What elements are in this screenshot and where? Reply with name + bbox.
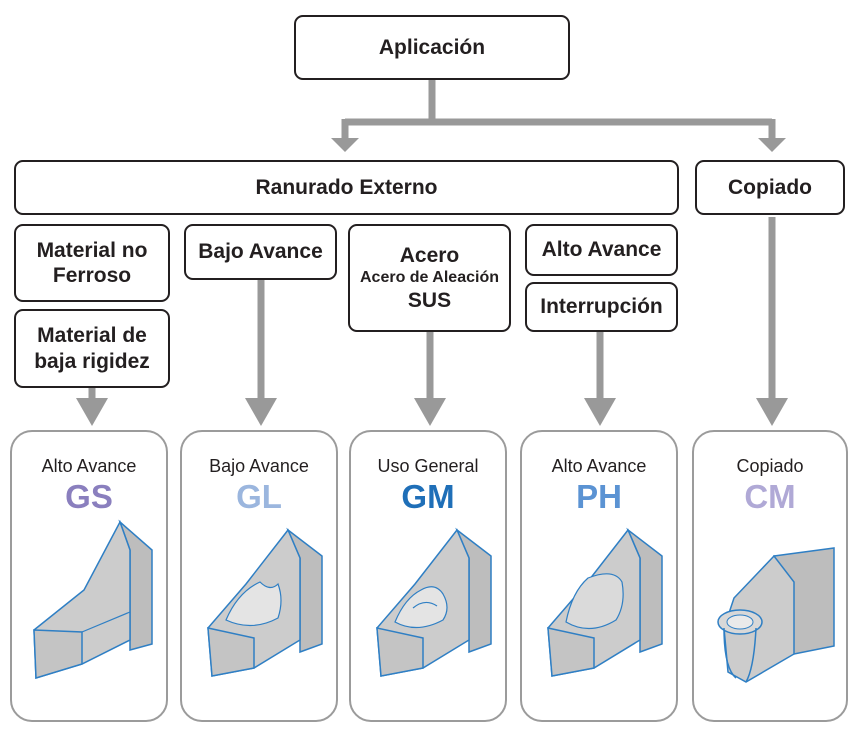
- product-card-cm: Copiado CM: [692, 430, 848, 722]
- external-grooving-label: Ranurado Externo: [255, 175, 438, 199]
- condition-steel-line1: Acero: [399, 244, 460, 268]
- condition-nonferrous-line1: Material no: [36, 238, 148, 262]
- external-grooving-box: Ranurado Externo: [14, 160, 679, 215]
- product-code: CM: [744, 478, 796, 515]
- condition-low-rigidity-box: Material de baja rigidez: [14, 309, 170, 388]
- arrowhead-gs: [76, 398, 108, 426]
- arrowhead-copy: [758, 138, 786, 152]
- grooving-insert-gm-icon: [376, 527, 492, 677]
- copying-insert-cm-icon: [717, 547, 835, 683]
- root-box: Aplicación: [294, 15, 570, 80]
- product-subtitle: Alto Avance: [551, 456, 647, 476]
- condition-low-feed-label: Bajo Avance: [198, 240, 323, 264]
- arrowhead-gl: [245, 398, 277, 426]
- product-card-gm: Uso General GM: [349, 430, 507, 722]
- arrowhead-external: [331, 138, 359, 152]
- copy-label: Copiado: [728, 175, 812, 199]
- condition-steel-box: Acero Acero de Aleación SUS: [348, 224, 511, 332]
- product-card-gl: Bajo Avance GL: [180, 430, 338, 722]
- product-code: GM: [401, 478, 455, 515]
- condition-nonferrous-line2: Ferroso: [52, 264, 132, 287]
- grooving-insert-gl-icon: [207, 527, 323, 677]
- condition-low-feed-box: Bajo Avance: [184, 224, 337, 280]
- product-subtitle: Uso General: [377, 456, 479, 476]
- product-subtitle: Alto Avance: [41, 456, 137, 476]
- root-label: Aplicación: [378, 35, 486, 59]
- product-subtitle: Copiado: [736, 456, 804, 476]
- condition-low-rigidity-line2: baja rigidez: [34, 349, 150, 373]
- product-subtitle: Bajo Avance: [209, 456, 309, 476]
- product-code: GS: [65, 478, 113, 515]
- product-code: PH: [576, 478, 622, 515]
- condition-high-feed-box: Alto Avance: [525, 224, 678, 276]
- copy-box: Copiado: [695, 160, 845, 215]
- condition-steel-line3: SUS: [407, 288, 452, 312]
- condition-interruption-label: Interrupción: [540, 295, 663, 319]
- condition-nonferrous-box: Material no Ferroso: [14, 224, 170, 302]
- grooving-insert-ph-icon: [547, 527, 663, 677]
- grooving-insert-gs-icon: [33, 519, 153, 679]
- product-card-ph: Alto Avance PH: [520, 430, 678, 722]
- condition-high-feed-label: Alto Avance: [541, 238, 662, 262]
- arrowhead-cm: [756, 398, 788, 426]
- product-code: GL: [236, 478, 282, 515]
- condition-low-rigidity-line1: Material de: [37, 324, 147, 348]
- condition-interruption-box: Interrupción: [525, 282, 678, 332]
- arrowhead-ph: [584, 398, 616, 426]
- arrowhead-gm: [414, 398, 446, 426]
- condition-steel-line2: Acero de Aleación: [359, 269, 499, 287]
- product-card-gs: Alto Avance GS: [10, 430, 168, 722]
